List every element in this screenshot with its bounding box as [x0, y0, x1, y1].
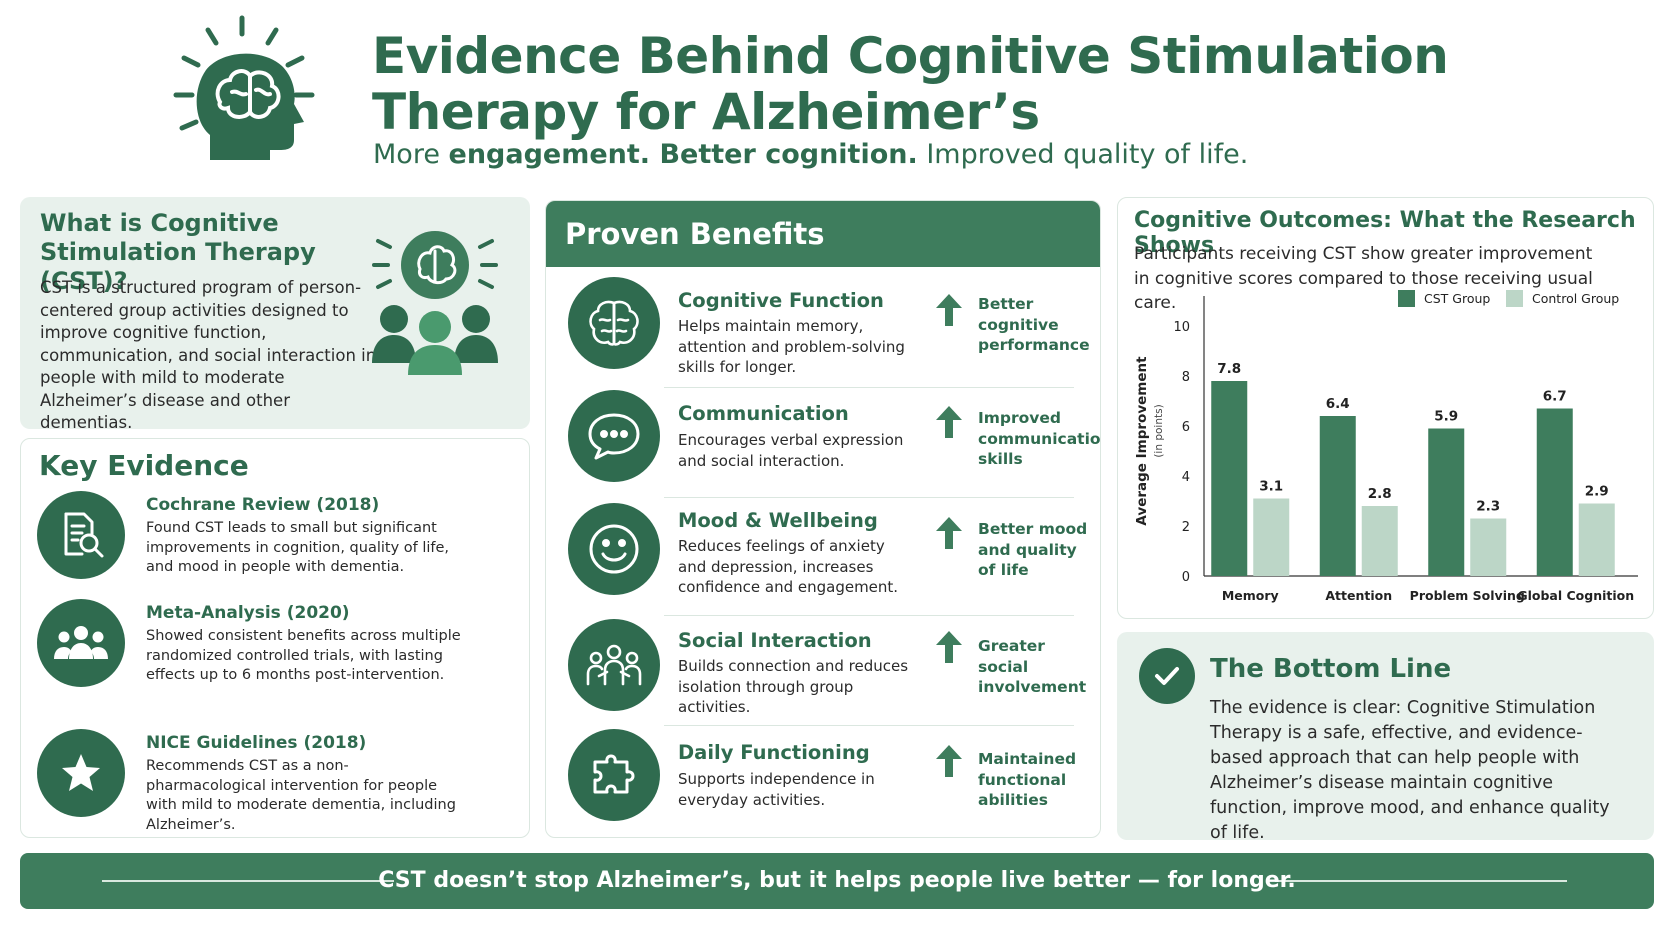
- bar-cst: [1211, 381, 1248, 576]
- benefit-desc: Reduces feelings of anxiety and depressi…: [678, 537, 899, 596]
- evidence-item-cochrane: Cochrane Review (2018) Found CST leads t…: [37, 491, 517, 591]
- chart-title: Cognitive Outcomes: What the Research Sh…: [1134, 208, 1636, 258]
- legend-label: Control Group: [1532, 291, 1619, 306]
- legend-swatch: [1506, 290, 1523, 307]
- star-icon: [37, 729, 125, 817]
- bar-cst: [1319, 416, 1356, 576]
- document-search-icon: [37, 491, 125, 579]
- y-tick-label: 6: [1182, 420, 1190, 435]
- benefit-name: Communication: [678, 402, 849, 425]
- benefits-title: Proven Benefits: [565, 217, 825, 251]
- benefit-result: Improved communication skills: [978, 409, 1101, 468]
- key-evidence-title: Key Evidence: [39, 449, 249, 482]
- chart-subtitle: Participants receiving CST show greater …: [1134, 244, 1593, 313]
- bar-cst: [1428, 428, 1465, 576]
- y-tick-label: 2: [1182, 520, 1190, 535]
- evidence-name: Meta-Analysis (2020): [146, 603, 350, 623]
- benefit-name: Mood & Wellbeing: [678, 509, 878, 532]
- benefit-name: Cognitive Function: [678, 289, 884, 312]
- x-tick-label: Global Cognition: [1517, 588, 1634, 603]
- smiley-icon: [568, 503, 660, 595]
- arrow-up-icon: [936, 517, 962, 549]
- puzzle-icon: [568, 729, 660, 821]
- bottom-line-title: The Bottom Line: [1210, 654, 1452, 684]
- group-brain-icon: [370, 221, 520, 381]
- bar-value-label: 7.8: [1217, 361, 1241, 377]
- benefits-header: Proven Benefits: [546, 201, 1100, 267]
- brain-head-icon: [170, 10, 330, 170]
- arrow-up-icon: [936, 745, 962, 777]
- bar-value-label: 6.4: [1326, 396, 1350, 412]
- footer-rule-right: [1275, 880, 1567, 882]
- x-tick-label: Problem Solving: [1410, 588, 1525, 603]
- bar-control: [1253, 498, 1290, 576]
- benefit-result: Maintained functional abilities: [978, 750, 1077, 809]
- bar-value-label: 2.9: [1585, 484, 1609, 500]
- evidence-name: NICE Guidelines (2018): [146, 733, 367, 753]
- y-axis-unit: (in points): [1153, 404, 1165, 457]
- evidence-name: Cochrane Review (2018): [146, 495, 380, 515]
- speech-bubble-icon: [568, 390, 660, 482]
- benefit-name: Daily Functioning: [678, 741, 870, 764]
- y-tick-label: 8: [1182, 370, 1190, 385]
- evidence-desc: Recommends CST as a non-pharmacological …: [146, 758, 456, 833]
- benefit-result: Better cognitive performance: [978, 295, 1090, 354]
- footer-banner: CST doesn’t stop Alzheimer’s, but it hel…: [20, 853, 1654, 909]
- benefit-desc: Builds connection and reduces isolation …: [678, 657, 909, 716]
- bar-control: [1578, 503, 1615, 576]
- divider: [664, 497, 1074, 498]
- divider: [664, 615, 1074, 616]
- arrow-up-icon: [936, 406, 962, 438]
- legend-swatch: [1398, 290, 1415, 307]
- footer-text: CST doesn’t stop Alzheimer’s, but it hel…: [378, 868, 1296, 893]
- x-tick-label: Memory: [1222, 588, 1279, 603]
- bar-control: [1361, 506, 1398, 576]
- divider: [664, 725, 1074, 726]
- benefit-result: Better mood and quality of life: [978, 520, 1088, 579]
- key-evidence-panel: Key Evidence Cochrane Review (2018) Foun…: [20, 438, 530, 838]
- y-axis-label: Average Improvement: [1134, 356, 1150, 526]
- divider: [664, 387, 1074, 388]
- evidence-item-meta-analysis: Meta-Analysis (2020) Showed consistent b…: [37, 599, 517, 699]
- y-tick-label: 10: [1173, 320, 1190, 335]
- brain-icon: [568, 277, 660, 369]
- evidence-item-nice: NICE Guidelines (2018) Recommends CST as…: [37, 729, 517, 833]
- benefit-name: Social Interaction: [678, 629, 872, 652]
- bar-control: [1470, 518, 1507, 576]
- legend-label: CST Group: [1424, 291, 1490, 306]
- what-is-cst-body: CST is a structured program of person-ce…: [40, 278, 377, 432]
- benefit-desc: Helps maintain memory, attention and pro…: [678, 317, 905, 376]
- cognitive-outcomes-chart-panel: Cognitive Outcomes: What the Research Sh…: [1117, 197, 1654, 619]
- bar-value-label: 2.3: [1476, 499, 1500, 515]
- evidence-desc: Found CST leads to small but significant…: [146, 520, 450, 575]
- people-group-icon: [37, 599, 125, 687]
- bar-value-label: 2.8: [1368, 486, 1392, 502]
- what-is-cst-panel: What is Cognitive Stimulation Therapy (C…: [20, 197, 530, 432]
- footer-rule-left: [102, 880, 394, 882]
- bar-cst: [1536, 408, 1573, 576]
- y-tick-label: 4: [1182, 470, 1190, 485]
- page-subtitle: More engagement. Better cognition. Impro…: [373, 139, 1249, 170]
- bar-value-label: 6.7: [1543, 389, 1567, 405]
- what-is-cst-title: What is Cognitive Stimulation Therapy (C…: [40, 209, 316, 295]
- x-tick-label: Attention: [1325, 588, 1392, 603]
- bar-value-label: 3.1: [1259, 479, 1283, 495]
- arrow-up-icon: [936, 294, 962, 326]
- check-icon: [1139, 648, 1195, 704]
- bar-value-label: 5.9: [1434, 409, 1458, 425]
- page-title: Evidence Behind Cognitive Stimulation Th…: [372, 27, 1449, 141]
- bottom-line-body: The evidence is clear: Cognitive Stimula…: [1210, 698, 1610, 843]
- benefit-result: Greater social involvement: [978, 637, 1087, 696]
- evidence-desc: Showed consistent benefits across multip…: [146, 628, 461, 683]
- arrow-up-icon: [936, 631, 962, 663]
- bottom-line-panel: The Bottom Line The evidence is clear: C…: [1117, 632, 1654, 843]
- social-people-icon: [568, 619, 660, 711]
- proven-benefits-panel: Proven Benefits Cognitive Function Helps…: [545, 200, 1101, 838]
- benefit-desc: Encourages verbal expression and social …: [678, 431, 904, 470]
- benefit-desc: Supports independence in everyday activi…: [678, 770, 875, 809]
- y-tick-label: 0: [1182, 570, 1190, 585]
